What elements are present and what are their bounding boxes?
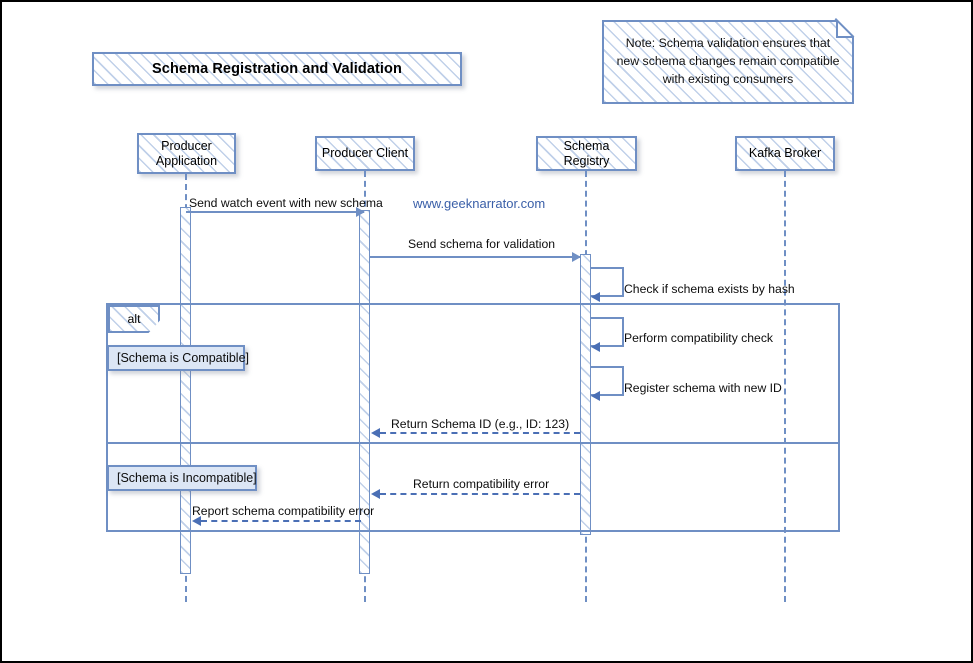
alt-fragment-operator-tag: alt	[108, 305, 160, 333]
activation-schema-registry	[580, 254, 591, 535]
lifeline-kafka-broker	[784, 171, 786, 602]
message-label-return-schema-id: Return Schema ID (e.g., ID: 123)	[391, 417, 570, 431]
alt-guard-incompatible: [Schema is Incompatible]	[107, 465, 257, 491]
message-arrowhead-return-schema-id	[371, 428, 380, 438]
alt-guard-compatible: [Schema is Compatible]	[107, 345, 249, 371]
message-label-send-watch-event: Send watch event with new schema	[189, 196, 383, 210]
selfcall-loop-check-if-schema-exists	[591, 267, 624, 297]
note-box: Note: Schema validation ensures that new…	[602, 20, 854, 104]
note-fold-corner-icon	[836, 20, 854, 38]
selfcall-arrowhead-perform-compatibility-check	[591, 342, 600, 352]
lifeline-header-schema-registry[interactable]: Schema Registry	[536, 136, 637, 171]
alt-guard-compatible-label: [Schema is Compatible]	[117, 351, 250, 365]
message-label-return-compatibility-error: Return compatibility error	[413, 477, 550, 491]
alt-guard-incompatible-label: [Schema is Incompatible]	[117, 471, 257, 485]
alt-fragment-operator-label: alt	[127, 312, 141, 326]
alt-fragment-frame	[106, 303, 840, 532]
lifeline-label-producer-client: Producer Client	[321, 146, 409, 160]
activation-producer-application	[180, 207, 191, 574]
message-line-return-schema-id	[380, 432, 580, 434]
diagram-title-banner: Schema Registration and Validation	[92, 52, 462, 86]
selfcall-loop-register-schema-new-id	[591, 366, 624, 396]
diagram-title: Schema Registration and Validation	[152, 61, 402, 77]
message-line-return-compatibility-error	[380, 493, 580, 495]
message-line-report-schema-compatibility-error	[201, 520, 361, 522]
selfcall-loop-perform-compatibility-check	[591, 317, 624, 347]
lifeline-label-kafka-broker: Kafka Broker	[748, 146, 822, 160]
note-text: Note: Schema validation ensures that new…	[616, 36, 840, 86]
message-arrowhead-send-schema-for-validation	[572, 252, 581, 262]
lifeline-header-producer-client[interactable]: Producer Client	[315, 136, 415, 171]
selfcall-label-perform-compatibility-check: Perform compatibility check	[624, 331, 774, 345]
message-line-send-schema-for-validation	[370, 256, 580, 258]
lifeline-header-kafka-broker[interactable]: Kafka Broker	[735, 136, 835, 171]
selfcall-label-register-schema-new-id: Register schema with new ID	[624, 381, 782, 395]
message-arrowhead-report-schema-compatibility-error	[192, 516, 201, 526]
message-arrowhead-send-watch-event	[356, 207, 365, 217]
message-arrowhead-return-compatibility-error	[371, 489, 380, 499]
watermark-url: www.geeknarrator.com	[413, 196, 546, 211]
message-line-send-watch-event	[186, 211, 364, 213]
selfcall-label-check-if-schema-exists: Check if schema exists by hash	[624, 282, 795, 296]
selfcall-arrowhead-register-schema-new-id	[591, 391, 600, 401]
selfcall-arrowhead-check-if-schema-exists	[591, 292, 600, 302]
message-label-report-schema-compatibility-error: Report schema compatibility error	[192, 504, 375, 518]
lifeline-label-schema-registry: Schema Registry	[563, 138, 610, 168]
lifeline-label-producer-application: Producer Application	[155, 138, 218, 168]
alt-fragment-divider	[106, 442, 840, 444]
lifeline-header-producer-application[interactable]: Producer Application	[137, 133, 236, 174]
message-label-send-schema-for-validation: Send schema for validation	[408, 237, 556, 251]
